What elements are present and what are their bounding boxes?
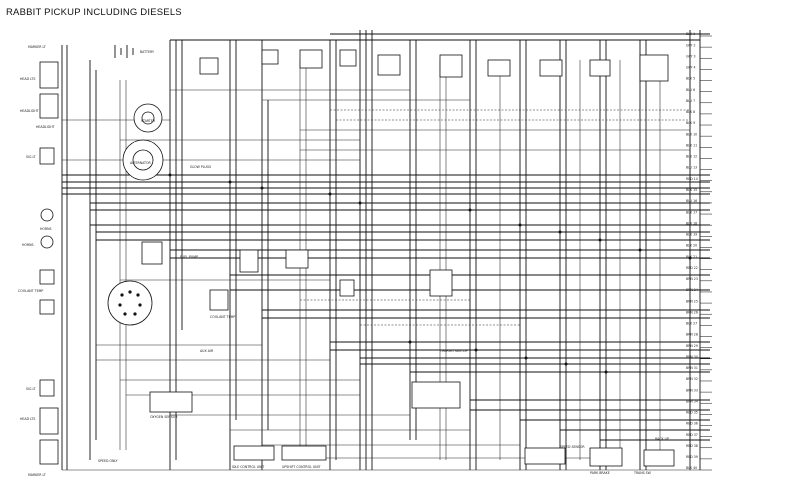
terminal-label: BLU 6 (686, 88, 695, 92)
label-glow-plugs: GLOW PLUGS (190, 165, 211, 169)
label-oxygen-sensor: OXYGEN SENSOR (150, 415, 178, 419)
right-edge-terminals: BLK 1 GRY 2 GRY 3 GRY 4 BLK 5 BLU 6 BLU 7 BLK 8… (686, 32, 712, 471)
left-label: HEADLIGHT (20, 109, 39, 113)
terminal-label: BLK 27 (686, 322, 697, 326)
terminal-label: RED 39 (686, 455, 698, 459)
connector-circle (107, 280, 153, 326)
terminal-label: BRN 23 (686, 277, 698, 281)
diagram-title: RABBIT PICKUP INCLUDING DIESELS (6, 7, 182, 18)
terminal-label: BLU 16 (686, 199, 697, 203)
terminal-label: RED 38 (686, 444, 698, 448)
terminal-label: RED 14 (686, 177, 698, 181)
label-horns: HORNS (40, 227, 52, 231)
left-label: HEAD LTS (20, 417, 35, 421)
terminal-label: BRN 24 (686, 288, 698, 292)
label-starter: STARTER (141, 119, 156, 123)
horizontal-wires (62, 33, 710, 471)
left-label: SIG LT (26, 155, 36, 159)
label-alternator: ALTERNATOR (130, 161, 151, 165)
terminal-label: BLK 21 (686, 255, 697, 259)
starter-symbol (133, 103, 163, 133)
label-fuel-pump: FUEL PUMP (180, 255, 198, 259)
left-label: HORNS (22, 243, 34, 247)
terminal-label: BLK 17 (686, 210, 697, 214)
label-thermo-switch: THERMO SWITCH (439, 349, 468, 353)
left-lamps (39, 61, 59, 465)
terminal-label: BRN 34 (686, 399, 698, 403)
terminal-label: BRN 25 (686, 299, 698, 303)
terminal-label: BRN 28 (686, 333, 698, 337)
terminal-label: BLK 5 (686, 77, 695, 81)
label-park-brake: PARK BRAKE (590, 471, 610, 475)
terminal-label: BRN 26 (686, 310, 698, 314)
left-label: MARKER LT (28, 45, 46, 49)
label-aux-air: AUX AIR (200, 349, 214, 353)
terminal-label: BLK 10 (686, 132, 697, 136)
component-labels: STARTER ALTERNATOR BATTERY HORNS HEADLIG… (36, 50, 669, 475)
label-headlight: HEADLIGHT (36, 125, 55, 129)
alternator-symbol (122, 139, 164, 181)
legend-text: SPEED ONLY (98, 459, 118, 463)
terminal-label: BLK 8 (686, 110, 695, 114)
terminal-label: RED 36 (686, 422, 698, 426)
terminal-label: BLK 12 (686, 155, 697, 159)
terminal-label: BLK 19 (686, 233, 697, 237)
label-upshift-control: UPSHIFT CONTROL UNIT (282, 465, 321, 469)
terminal-label: GRY 2 (686, 43, 695, 47)
terminal-label: BRN 33 (686, 388, 698, 392)
terminal-label: GRY 4 (686, 66, 695, 70)
terminal-label: BLK 9 (686, 121, 695, 125)
terminal-label: BLK 15 (686, 188, 697, 192)
label-back-up: BACK UP (655, 437, 669, 441)
terminal-label: BLK 1 (686, 32, 695, 36)
terminal-label: RED 35 (686, 411, 698, 415)
left-label: MARKER LT (28, 473, 46, 477)
terminal-label: GRY 3 (686, 54, 695, 58)
junction-dots (168, 173, 692, 374)
left-label: SIG LT (26, 387, 36, 391)
terminal-label: BLK 11 (686, 143, 697, 147)
terminal-label: BRN 31 (686, 366, 698, 370)
terminal-label: BRN 32 (686, 377, 698, 381)
control-units (141, 241, 675, 467)
terminal-label: RED 22 (686, 266, 698, 270)
label-speed-sensor: SPEED SENSOR (560, 445, 585, 449)
terminal-label: BLK 40 (686, 466, 697, 470)
label-trans-sw: TRANS SW (633, 471, 652, 475)
label-battery: BATTERY (140, 50, 154, 54)
left-label: COOLANT TEMP (18, 289, 43, 293)
left-edge-labels: MARKER LT HEAD LTS HEADLIGHT SIG LT HORN… (18, 45, 46, 477)
terminal-label: BLK 18 (686, 221, 697, 225)
terminal-label: BLK 20 (686, 244, 697, 248)
label-coolant-temp: COOLANT TEMP (210, 315, 235, 319)
terminal-label: BRN 30 (686, 355, 698, 359)
terminal-label: RED 37 (686, 433, 698, 437)
battery-symbol (114, 45, 134, 58)
left-label: HEAD LTS (20, 77, 35, 81)
terminal-label: BRN 29 (686, 344, 698, 348)
label-idle-control: IDLE CONTROL UNIT (232, 465, 264, 469)
terminal-label: BLU 7 (686, 99, 695, 103)
top-relays (199, 49, 669, 297)
terminal-label: BLU 13 (686, 166, 697, 170)
